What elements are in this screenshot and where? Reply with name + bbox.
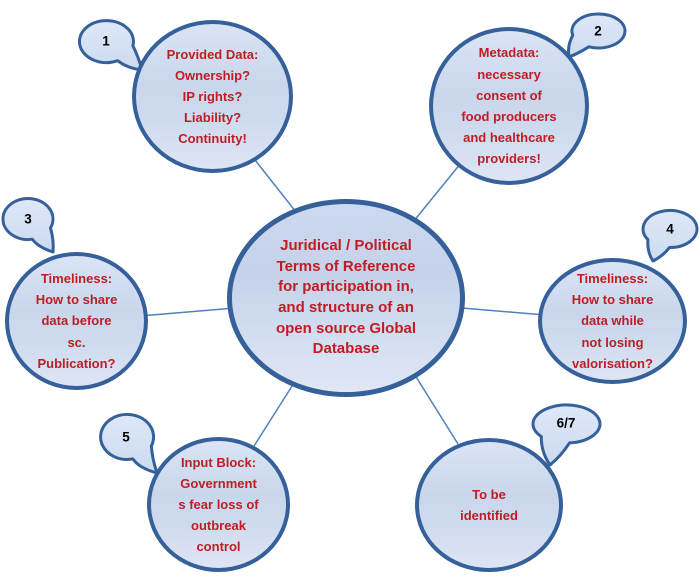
- node-timeliness-publication-text: Timeliness: How to share data before sc.…: [35, 271, 118, 371]
- node-timeliness-valorisation: Timeliness: How to share data while not …: [538, 258, 687, 384]
- node-to-be-identified: To be identified: [415, 438, 563, 572]
- callout-number-2: 2: [594, 23, 602, 39]
- connector-line-timeliness-valorisation: [461, 307, 546, 316]
- connector-line-metadata: [412, 162, 462, 223]
- node-input-block: Input Block: Government s fear loss of o…: [147, 437, 290, 572]
- node-central-terms-of-reference: Juridical / Political Terms of Reference…: [227, 199, 465, 397]
- node-timeliness-publication: Timeliness: How to share data before sc.…: [5, 252, 148, 390]
- callout-number-4: 4: [666, 221, 674, 237]
- callout-number-3: 3: [24, 211, 32, 227]
- callout-number-5: 5: [122, 429, 130, 445]
- callout-number-6-7: 6/7: [556, 415, 576, 431]
- callout-bubble-3: [1, 197, 55, 254]
- callout-bubble-6-7: [531, 403, 602, 467]
- connector-line-timeliness-publication: [139, 307, 236, 317]
- callout-bubble-5-left: [641, 209, 699, 263]
- connector-line-provided-data: [254, 159, 297, 213]
- node-provided-data: Provided Data: Ownership? IP rights? Lia…: [132, 20, 293, 173]
- node-central-text: Juridical / Political Terms of Reference…: [275, 236, 417, 358]
- callout-bubble-1: [77, 19, 144, 72]
- node-input-block-text: Input Block: Government s fear loss of o…: [178, 454, 259, 555]
- node-to-be-identified-text: To be identified: [460, 486, 518, 523]
- callout-number-1: 1: [102, 33, 110, 49]
- node-timeliness-valorisation-text: Timeliness: How to share data while not …: [571, 271, 654, 371]
- node-provided-data-text: Provided Data: Ownership? IP rights? Lia…: [166, 46, 259, 147]
- connector-line-to-be-identified: [412, 371, 459, 445]
- node-metadata-text: Metadata: necessary consent of food prod…: [461, 45, 557, 167]
- connector-line-input-block: [253, 382, 295, 447]
- node-metadata: Metadata: necessary consent of food prod…: [429, 27, 589, 185]
